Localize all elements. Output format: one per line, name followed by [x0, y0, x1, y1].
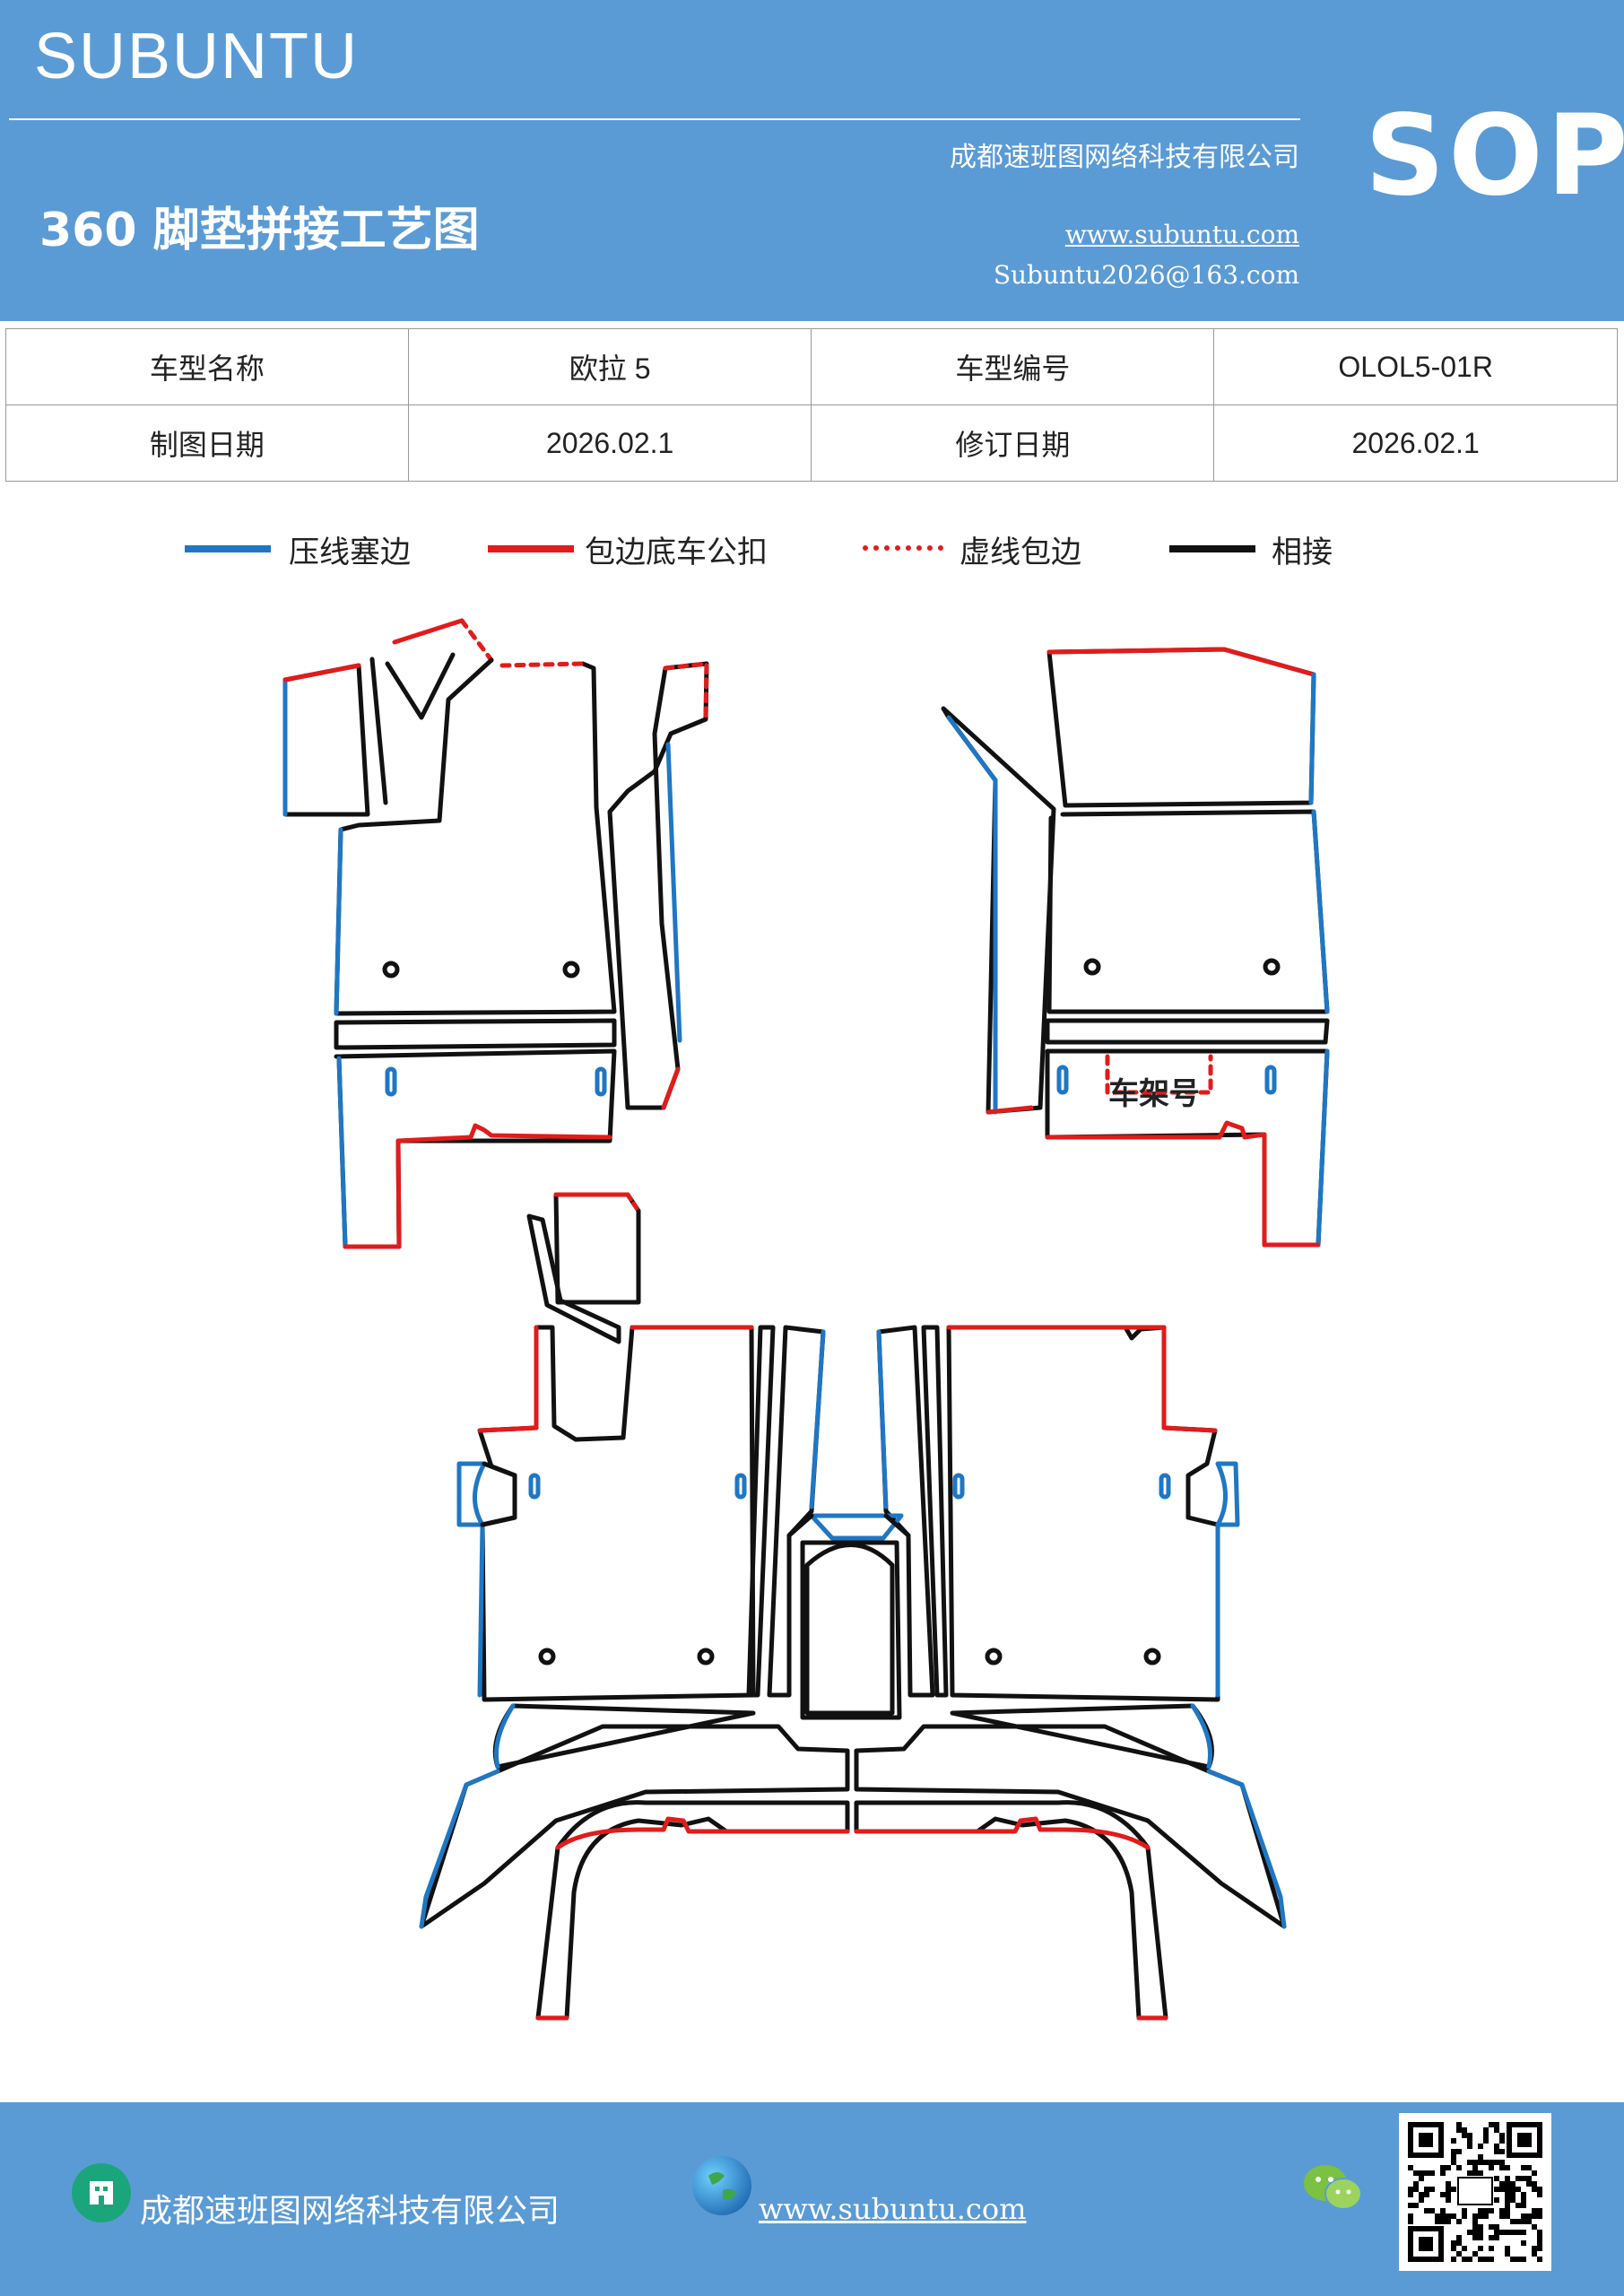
legend-label: 相接 — [1272, 535, 1333, 570]
footer-website-link[interactable]: www.subuntu.com — [759, 2192, 1027, 2226]
legend: 压线塞边 包边底车公扣 虚线包边 相接 — [0, 527, 1624, 572]
legend-swatch-dotted — [863, 545, 943, 551]
legend-label: 压线塞边 — [289, 535, 411, 570]
legend-swatch-red — [488, 545, 574, 552]
front-left-mat — [282, 618, 709, 1249]
front-right-mat — [941, 647, 1330, 1248]
model-code-label: 车型编号 — [811, 328, 1215, 405]
model-code-value: OLOL5-01R — [1213, 328, 1618, 405]
page-title: 360 脚垫拼接工艺图 — [39, 204, 480, 257]
rear-mats — [419, 1192, 1287, 2021]
sop-label: SOP — [1365, 91, 1624, 221]
model-name-label: 车型名称 — [5, 328, 409, 405]
table-row: 车型名称 欧拉 5 车型编号 OLOL5-01R — [5, 328, 1618, 405]
website-link[interactable]: www.subuntu.com — [1064, 220, 1299, 249]
globe-icon — [692, 2156, 751, 2215]
legend-swatch-blue — [185, 545, 271, 552]
revise-date-value: 2026.02.1 — [1213, 404, 1618, 482]
legend-label: 包边底车公扣 — [585, 535, 768, 570]
header-banner: SUBUNTU 360 脚垫拼接工艺图 成都速班图网络科技有限公司 www.su… — [0, 0, 1624, 321]
qr-code — [1399, 2113, 1551, 2271]
wechat-icon[interactable] — [1302, 2161, 1365, 2215]
vehicle-info-table: 车型名称 欧拉 5 车型编号 OLOL5-01R 制图日期 2026.02.1 … — [5, 328, 1618, 482]
vin-window-label: 车架号 — [1108, 1076, 1200, 1112]
draw-date-label: 制图日期 — [5, 404, 409, 482]
footer-banner: 成都速班图网络科技有限公司 www.subuntu.com — [0, 2102, 1624, 2296]
table-row: 制图日期 2026.02.1 修订日期 2026.02.1 — [5, 404, 1618, 482]
building-icon — [72, 2163, 131, 2222]
legend-label: 虚线包边 — [960, 535, 1081, 570]
model-name-value: 欧拉 5 — [407, 328, 812, 405]
email-address: Subuntu2026@163.com — [993, 260, 1299, 290]
draw-date-value: 2026.02.1 — [407, 404, 812, 482]
footer-company-name: 成都速班图网络科技有限公司 — [140, 2193, 560, 2230]
company-name: 成都速班图网络科技有限公司 — [950, 142, 1299, 173]
revise-date-label: 修订日期 — [811, 404, 1215, 482]
legend-swatch-black — [1169, 545, 1255, 552]
header-divider — [9, 118, 1300, 120]
brand-logo-text: SUBUNTU — [34, 21, 360, 92]
